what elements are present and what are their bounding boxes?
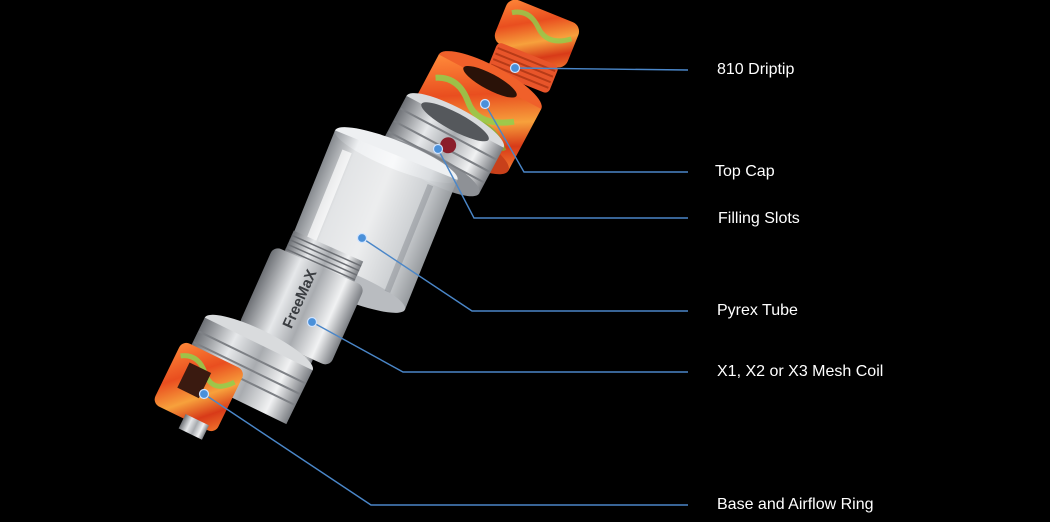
leader-line-base-airflow (203, 393, 688, 506)
driptip-part (488, 0, 580, 93)
leader-line-driptip (514, 67, 689, 71)
anchor-dot-mesh-coil (306, 316, 318, 328)
label-pyrex-tube: Pyrex Tube (717, 302, 798, 319)
label-top-cap: Top Cap (715, 163, 775, 180)
anchor-dot-top-cap (479, 98, 491, 110)
leader-line-pyrex-tube (361, 237, 688, 312)
anchor-dot-base-airflow (198, 388, 210, 400)
base-airflow-part (154, 314, 313, 440)
anchor-dot-pyrex-tube (356, 232, 368, 244)
anchor-dot-filling-slots (432, 143, 444, 155)
leader-line-top-cap (484, 103, 688, 173)
leader-line-mesh-coil (311, 321, 688, 373)
label-mesh-coil: X1, X2 or X3 Mesh Coil (717, 363, 884, 380)
label-base-airflow: Base and Airflow Ring (717, 496, 874, 513)
label-filling-slots: Filling Slots (718, 210, 800, 227)
anchor-dot-driptip (509, 62, 521, 74)
label-driptip: 810 Driptip (717, 61, 795, 78)
leader-line-filling-slots (437, 148, 688, 219)
